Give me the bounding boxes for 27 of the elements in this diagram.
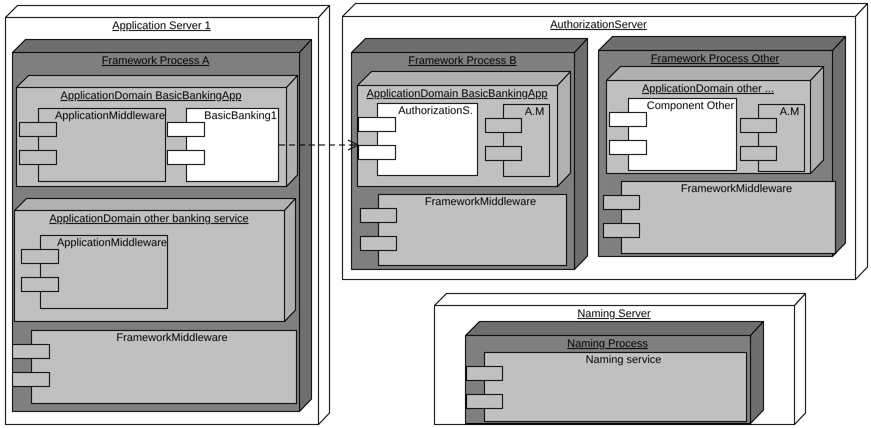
component-box bbox=[167, 108, 279, 182]
node-label: ApplicationDomain BasicBankingApp bbox=[60, 91, 242, 102]
node-label: ApplicationMiddleware bbox=[56, 238, 168, 249]
dependency-arrow bbox=[278, 140, 358, 150]
node-label: A.M bbox=[524, 107, 544, 118]
node-label: Naming service bbox=[586, 355, 662, 366]
node-label: Component Other bbox=[646, 101, 734, 112]
node-label: BasicBanking1 bbox=[204, 111, 277, 122]
node-label: FrameworkMiddleware bbox=[424, 197, 536, 208]
node-label: FrameworkMiddleware bbox=[116, 333, 228, 344]
node-label: Naming Process bbox=[567, 339, 648, 350]
node-label: ApplicationDomain BasicBankingApp bbox=[366, 89, 548, 100]
node-label: ApplicationDomain other banking service bbox=[49, 214, 249, 225]
node-label: Framework Process B bbox=[408, 56, 517, 67]
component-box bbox=[740, 104, 805, 172]
node-label: AuthorizationServer bbox=[550, 20, 647, 31]
node-label: Framework Process A bbox=[102, 56, 210, 67]
node-label: AuthorizationS. bbox=[398, 106, 473, 117]
node-label: Framework Process Other bbox=[650, 54, 780, 65]
node-label: A.M bbox=[780, 107, 800, 118]
node-label: Application Server 1 bbox=[112, 21, 211, 32]
component-box bbox=[485, 104, 550, 177]
node-label: Naming Server bbox=[577, 309, 651, 320]
node-label: ApplicationDomain other ... bbox=[642, 84, 774, 95]
component-box bbox=[358, 103, 478, 176]
node-label: FrameworkMiddleware bbox=[680, 184, 792, 195]
node-label: ApplicationMiddleware bbox=[54, 111, 166, 122]
